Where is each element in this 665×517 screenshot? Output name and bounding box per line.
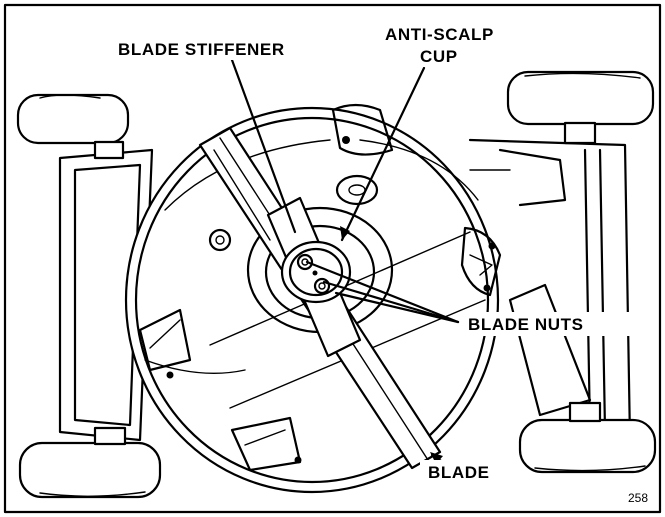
label-blade-nuts: BLADE NUTS <box>468 315 584 334</box>
figure-number: 258 <box>628 491 648 505</box>
label-blade-stiffener: BLADE STIFFENER <box>118 40 285 59</box>
label-anti-scalp-line2: CUP <box>420 47 458 66</box>
wheel-rear-right <box>518 401 657 474</box>
wheel-front-right <box>506 70 655 145</box>
label-anti-scalp-line1: ANTI-SCALP <box>385 25 494 44</box>
label-blade: BLADE <box>428 463 490 482</box>
wheel-rear-left <box>18 426 162 499</box>
figure-frame <box>3 3 662 514</box>
leader-lines <box>230 58 460 472</box>
wheel-front-left <box>16 93 130 160</box>
